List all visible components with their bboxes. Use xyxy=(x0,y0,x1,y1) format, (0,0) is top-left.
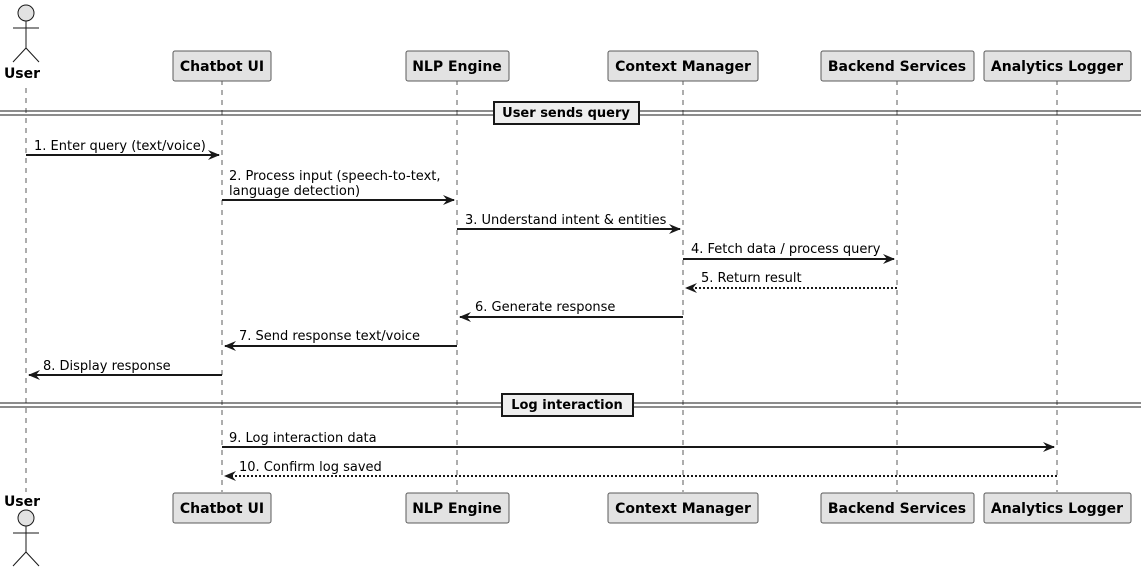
participant-label: Analytics Logger xyxy=(991,59,1123,75)
participant-label: Chatbot UI xyxy=(180,501,264,517)
message-2: 2. Process input (speech-to-text, langua… xyxy=(222,169,455,205)
lifelines xyxy=(25,80,1058,492)
message-7: 7. Send response text/voice xyxy=(224,329,457,351)
stick-figure-actor-icon xyxy=(12,4,40,63)
participant-context: Context Manager xyxy=(607,50,759,82)
participant-label: Analytics Logger xyxy=(991,501,1123,517)
actor-user-bottom: User xyxy=(4,494,40,567)
message-label: 9. Log interaction data xyxy=(229,431,377,446)
actor-label: User xyxy=(4,66,40,82)
actor-label: User xyxy=(4,494,40,510)
section-label: User sends query xyxy=(502,106,630,121)
participant-label: Backend Services xyxy=(828,59,966,75)
message-9: 9. Log interaction data xyxy=(222,431,1055,452)
message-6: 6. Generate response xyxy=(459,300,683,322)
section-divider-query: User sends query xyxy=(0,101,1141,125)
participant-label: NLP Engine xyxy=(412,59,502,75)
message-label: 10. Confirm log saved xyxy=(239,460,382,475)
participant-label: Backend Services xyxy=(828,501,966,517)
participant-nlp: NLP Engine xyxy=(405,50,510,82)
messages: 1. Enter query (text/voice) 2. Process i… xyxy=(26,139,1057,481)
participant-nlp: NLP Engine xyxy=(405,492,510,524)
participants-bottom: Chatbot UI NLP Engine Context Manager Ba… xyxy=(172,492,1132,524)
message-label: 1. Enter query (text/voice) xyxy=(34,139,206,154)
message-3: 3. Understand intent & entities xyxy=(457,213,681,234)
message-label: 8. Display response xyxy=(43,359,171,374)
message-1: 1. Enter query (text/voice) xyxy=(26,139,220,160)
participant-backend: Backend Services xyxy=(820,50,975,82)
message-label: 6. Generate response xyxy=(475,300,615,315)
message-label: 3. Understand intent & entities xyxy=(465,213,667,228)
participant-label: Context Manager xyxy=(615,501,751,517)
message-label: 4. Fetch data / process query xyxy=(691,242,881,257)
message-label: 2. Process input (speech-to-text, xyxy=(229,169,441,184)
message-10: 10. Confirm log saved xyxy=(224,460,1057,481)
message-8: 8. Display response xyxy=(28,359,222,380)
section-label: Log interaction xyxy=(511,398,623,413)
participant-context: Context Manager xyxy=(607,492,759,524)
message-5: 5. Return result xyxy=(685,271,897,293)
participant-chatbot: Chatbot UI xyxy=(172,492,272,524)
message-label: 7. Send response text/voice xyxy=(239,329,420,344)
participant-chatbot: Chatbot UI xyxy=(172,50,272,82)
participants-top: Chatbot UI NLP Engine Context Manager Ba… xyxy=(172,50,1132,82)
participant-label: Context Manager xyxy=(615,59,751,75)
message-label: 5. Return result xyxy=(701,271,802,286)
participant-label: NLP Engine xyxy=(412,501,502,517)
participant-analytics: Analytics Logger xyxy=(983,50,1132,82)
message-label: language detection) xyxy=(229,184,360,199)
message-4: 4. Fetch data / process query xyxy=(683,242,895,264)
participant-analytics: Analytics Logger xyxy=(983,492,1132,524)
participant-label: Chatbot UI xyxy=(180,59,264,75)
stick-figure-actor-icon xyxy=(12,509,40,567)
actor-user-top: User xyxy=(4,4,40,82)
section-divider-log: Log interaction xyxy=(0,393,1141,417)
participant-backend: Backend Services xyxy=(820,492,975,524)
